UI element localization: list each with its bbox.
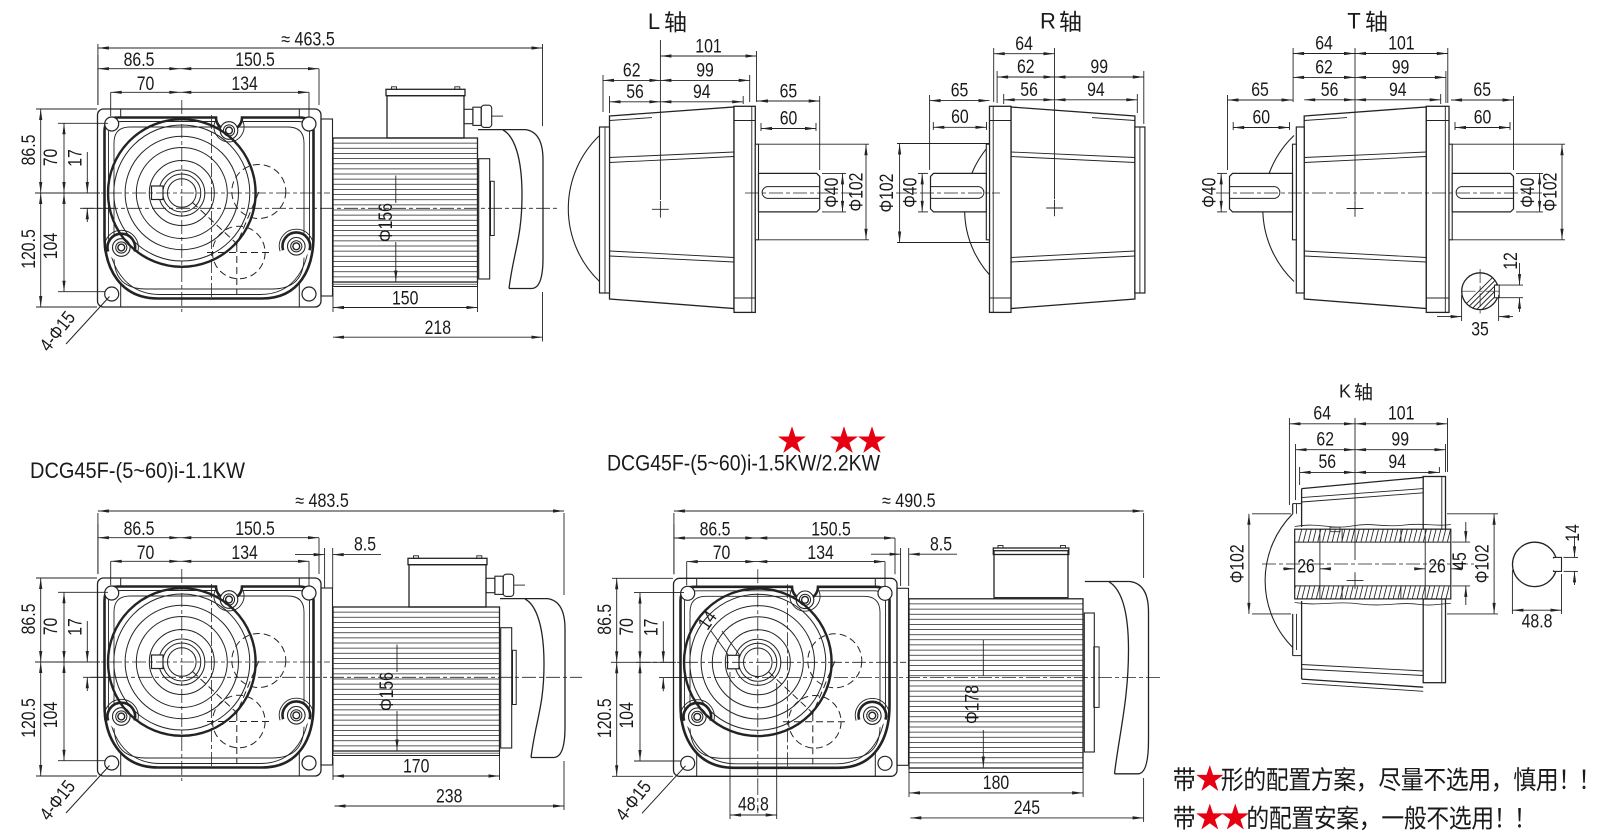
- svg-text:64: 64: [1315, 34, 1333, 55]
- svg-text:86.5: 86.5: [124, 50, 155, 71]
- svg-text:L: L: [648, 9, 660, 34]
- svg-text:56: 56: [1020, 80, 1038, 101]
- svg-text:≈ 463.5: ≈ 463.5: [281, 29, 335, 50]
- svg-text:62: 62: [623, 60, 641, 81]
- svg-text:62: 62: [1017, 57, 1035, 78]
- svg-text:Φ40: Φ40: [1199, 178, 1220, 208]
- svg-text:60: 60: [1253, 107, 1271, 128]
- svg-text:Φ156: Φ156: [377, 672, 398, 711]
- svg-text:64: 64: [1313, 404, 1331, 425]
- svg-text:180: 180: [983, 773, 1009, 794]
- svg-text:65: 65: [780, 81, 798, 102]
- svg-text:Φ178: Φ178: [962, 685, 983, 724]
- svg-text:56: 56: [626, 82, 644, 103]
- svg-text:99: 99: [1090, 57, 1108, 78]
- svg-text:86.5: 86.5: [19, 135, 40, 166]
- svg-text:134: 134: [231, 74, 258, 95]
- svg-text:99: 99: [1391, 430, 1409, 451]
- svg-text:99: 99: [1392, 57, 1410, 78]
- svg-text:Φ102: Φ102: [877, 174, 898, 213]
- svg-text:56: 56: [1319, 452, 1337, 473]
- svg-text:48.8: 48.8: [738, 794, 769, 815]
- svg-text:70: 70: [137, 74, 155, 95]
- svg-text:Φ102: Φ102: [1227, 544, 1248, 583]
- svg-text:65: 65: [1473, 80, 1491, 101]
- svg-text:≈ 490.5: ≈ 490.5: [882, 491, 936, 512]
- svg-text:60: 60: [951, 107, 969, 128]
- svg-text:K: K: [1339, 382, 1351, 402]
- svg-text:8.5: 8.5: [354, 534, 376, 555]
- svg-text:170: 170: [403, 756, 429, 777]
- svg-text:245: 245: [1014, 798, 1040, 819]
- svg-text:Φ40: Φ40: [822, 178, 843, 208]
- svg-text:94: 94: [1388, 452, 1406, 473]
- svg-text:26: 26: [1297, 556, 1315, 577]
- svg-text:17: 17: [65, 149, 86, 167]
- svg-text:238: 238: [436, 786, 462, 807]
- svg-text:DCG45F-(5~60)i-1.1KW: DCG45F-(5~60)i-1.1KW: [30, 458, 245, 483]
- svg-text:101: 101: [1388, 34, 1414, 55]
- svg-text:Φ156: Φ156: [376, 203, 397, 242]
- svg-text:94: 94: [1389, 80, 1407, 101]
- svg-text:62: 62: [1315, 57, 1333, 78]
- svg-text:60: 60: [780, 108, 798, 129]
- svg-text:65: 65: [951, 80, 969, 101]
- svg-text:DCG45F-(5~60)i-1.5KW/2.2KW: DCG45F-(5~60)i-1.5KW/2.2KW: [607, 450, 880, 475]
- svg-text:8.5: 8.5: [930, 534, 952, 555]
- svg-text:218: 218: [425, 318, 451, 339]
- svg-text:Φ102: Φ102: [1540, 173, 1561, 212]
- svg-text:Φ40: Φ40: [1518, 178, 1539, 208]
- svg-text:56: 56: [1321, 80, 1339, 101]
- svg-text:14: 14: [1563, 524, 1584, 542]
- svg-text:94: 94: [693, 82, 711, 103]
- svg-text:≈ 483.5: ≈ 483.5: [295, 491, 349, 512]
- svg-text:35: 35: [1471, 319, 1489, 340]
- svg-text:R: R: [1040, 8, 1056, 33]
- svg-text:62: 62: [1316, 430, 1334, 451]
- svg-text:T: T: [1347, 8, 1360, 33]
- svg-text:12: 12: [1501, 252, 1522, 270]
- svg-text:Φ40: Φ40: [900, 178, 921, 208]
- svg-text:48.8: 48.8: [1522, 611, 1553, 632]
- svg-text:45: 45: [1450, 552, 1471, 570]
- svg-text:Φ102: Φ102: [846, 173, 867, 212]
- svg-text:94: 94: [1087, 80, 1105, 101]
- svg-text:Φ102: Φ102: [1472, 544, 1493, 583]
- svg-text:64: 64: [1015, 34, 1033, 55]
- svg-text:101: 101: [1388, 404, 1414, 425]
- svg-text:60: 60: [1474, 107, 1492, 128]
- svg-text:150.5: 150.5: [235, 50, 275, 71]
- svg-text:101: 101: [695, 36, 721, 57]
- svg-text:99: 99: [696, 60, 714, 81]
- svg-text:65: 65: [1251, 80, 1269, 101]
- svg-text:104: 104: [41, 232, 62, 259]
- svg-text:70: 70: [41, 149, 62, 167]
- svg-text:26: 26: [1428, 556, 1446, 577]
- svg-text:120.5: 120.5: [19, 229, 40, 269]
- svg-text:150: 150: [392, 288, 418, 309]
